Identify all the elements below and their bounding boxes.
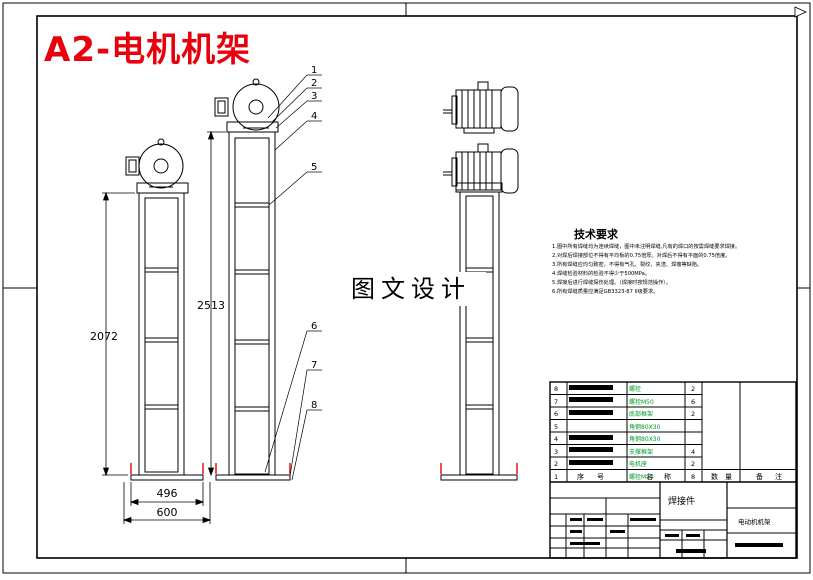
bom-grid [549, 381, 797, 559]
bom-no-5: 5 [554, 423, 558, 431]
foot-marks-left [130, 463, 204, 474]
bom-name-5: 角钢80X30 [629, 423, 661, 431]
bom-no-2: 2 [554, 460, 558, 468]
bom-header-note-a: 备 [756, 472, 763, 481]
dimension-2072 [102, 191, 135, 477]
watermark-text: 图文设计 [336, 272, 486, 306]
drawing-name: 焊接件 [668, 495, 695, 507]
tech-note-5: 5.焊接后进行焊缝探伤处理。（焊接时按规范操作）。 [552, 280, 672, 286]
bom-no-4: 4 [554, 435, 558, 443]
bom-qty-3: 4 [691, 448, 695, 456]
frame-middle-view [214, 78, 291, 481]
balloon-1: 1 [311, 65, 317, 76]
dim-label-600: 600 [157, 506, 178, 519]
drawing-title: A2-电机机架 [44, 30, 252, 70]
bom-header-qty-a: 数 [711, 472, 718, 481]
orientation-mark [794, 6, 807, 18]
bom-no-3: 3 [554, 448, 558, 456]
bom-qty-1: 8 [691, 473, 695, 481]
bom-qty-6: 2 [691, 410, 695, 418]
bom-no-1: 1 [554, 473, 558, 481]
bom-header-note-b: 注 [775, 472, 782, 481]
drawing-subtitle: 电动机机架 [738, 517, 771, 526]
bom-quantities: 2 6 2 4 2 8 [691, 385, 695, 481]
frame-side-view [440, 81, 519, 481]
dim-label-2072: 2072 [90, 330, 118, 343]
tech-note-3: 3.所有焊缝应均匀致密，不得有气孔、裂纹、夹渣、焊瘤等缺陷。 [552, 262, 703, 268]
bom-no-8: 8 [554, 385, 558, 393]
foot-marks-middle [215, 463, 291, 474]
tech-note-1: 1.图中所有焊缝均为连续焊缝，图中未注明焊缝,凡有的焊口的按需焊缝要求焊接。 [552, 244, 741, 250]
frame-left-view [125, 138, 204, 481]
balloon-3: 3 [311, 91, 317, 102]
bom-name-3: 支撑框架 [629, 448, 653, 456]
bom-name-8: 螺栓 [629, 385, 641, 393]
balloon-7: 7 [311, 360, 317, 371]
balloon-2: 2 [311, 78, 317, 89]
bom-header-name-b: 称 [664, 472, 671, 481]
bom-qty-7: 6 [691, 398, 695, 406]
bom-code-bars [569, 385, 783, 553]
leader-lines [264, 74, 322, 481]
bom-name-4: 角钢80X30 [629, 435, 661, 443]
center-marks [3, 3, 810, 573]
bom-row-numbers: 8 7 6 5 4 3 2 1 [554, 385, 558, 481]
tech-note-2: 2.对焊后焊接部位不得有平均板的0.75倍厚。对焊后不得有平面的0.75倍度。 [552, 253, 731, 259]
bom-no-6: 6 [554, 410, 558, 418]
foot-marks-side [440, 463, 518, 474]
balloon-4: 4 [311, 111, 317, 122]
bom-header-seq-a: 序 [577, 472, 584, 481]
bom-header-name-a: 名 [646, 472, 653, 481]
balloon-5: 5 [311, 162, 317, 173]
dimension-2513 [207, 130, 226, 477]
tech-note-6: 6.所有焊缝质量应满足GB3323-87 II级要求。 [552, 289, 659, 295]
tech-note-4: 4.焊缝检验材料的检验不得少于500MPa。 [552, 271, 651, 277]
balloon-6: 6 [311, 321, 317, 332]
balloon-8: 8 [311, 400, 317, 411]
bom-name-6: 底部框架 [629, 410, 653, 418]
bom-header-qty-b: 量 [725, 473, 732, 481]
bom-header-labels: 序 号 名 称 数 量 备 注 [577, 472, 782, 481]
dim-label-2513: 2513 [197, 299, 225, 312]
tech-requirements-title: 技术要求 [574, 228, 618, 241]
inner-border [36, 15, 798, 559]
bom-qty-8: 2 [691, 385, 695, 393]
bom-part-names: 螺栓 螺栓M50 底部框架 角钢80X30 角钢80X30 支撑框架 电机座 螺… [629, 385, 661, 481]
bom-header-seq-b: 号 [597, 473, 604, 481]
dimension-widths [122, 482, 212, 524]
dim-label-496: 496 [157, 487, 178, 500]
balloon-numbers: 1 2 3 4 5 6 7 8 [311, 65, 317, 411]
bom-no-7: 7 [554, 398, 558, 406]
bom-name-1: 螺栓M14 [629, 473, 654, 481]
bom-name-7: 螺栓M50 [629, 398, 654, 406]
bom-name-2: 电机座 [629, 460, 647, 468]
bom-qty-2: 2 [691, 460, 695, 468]
